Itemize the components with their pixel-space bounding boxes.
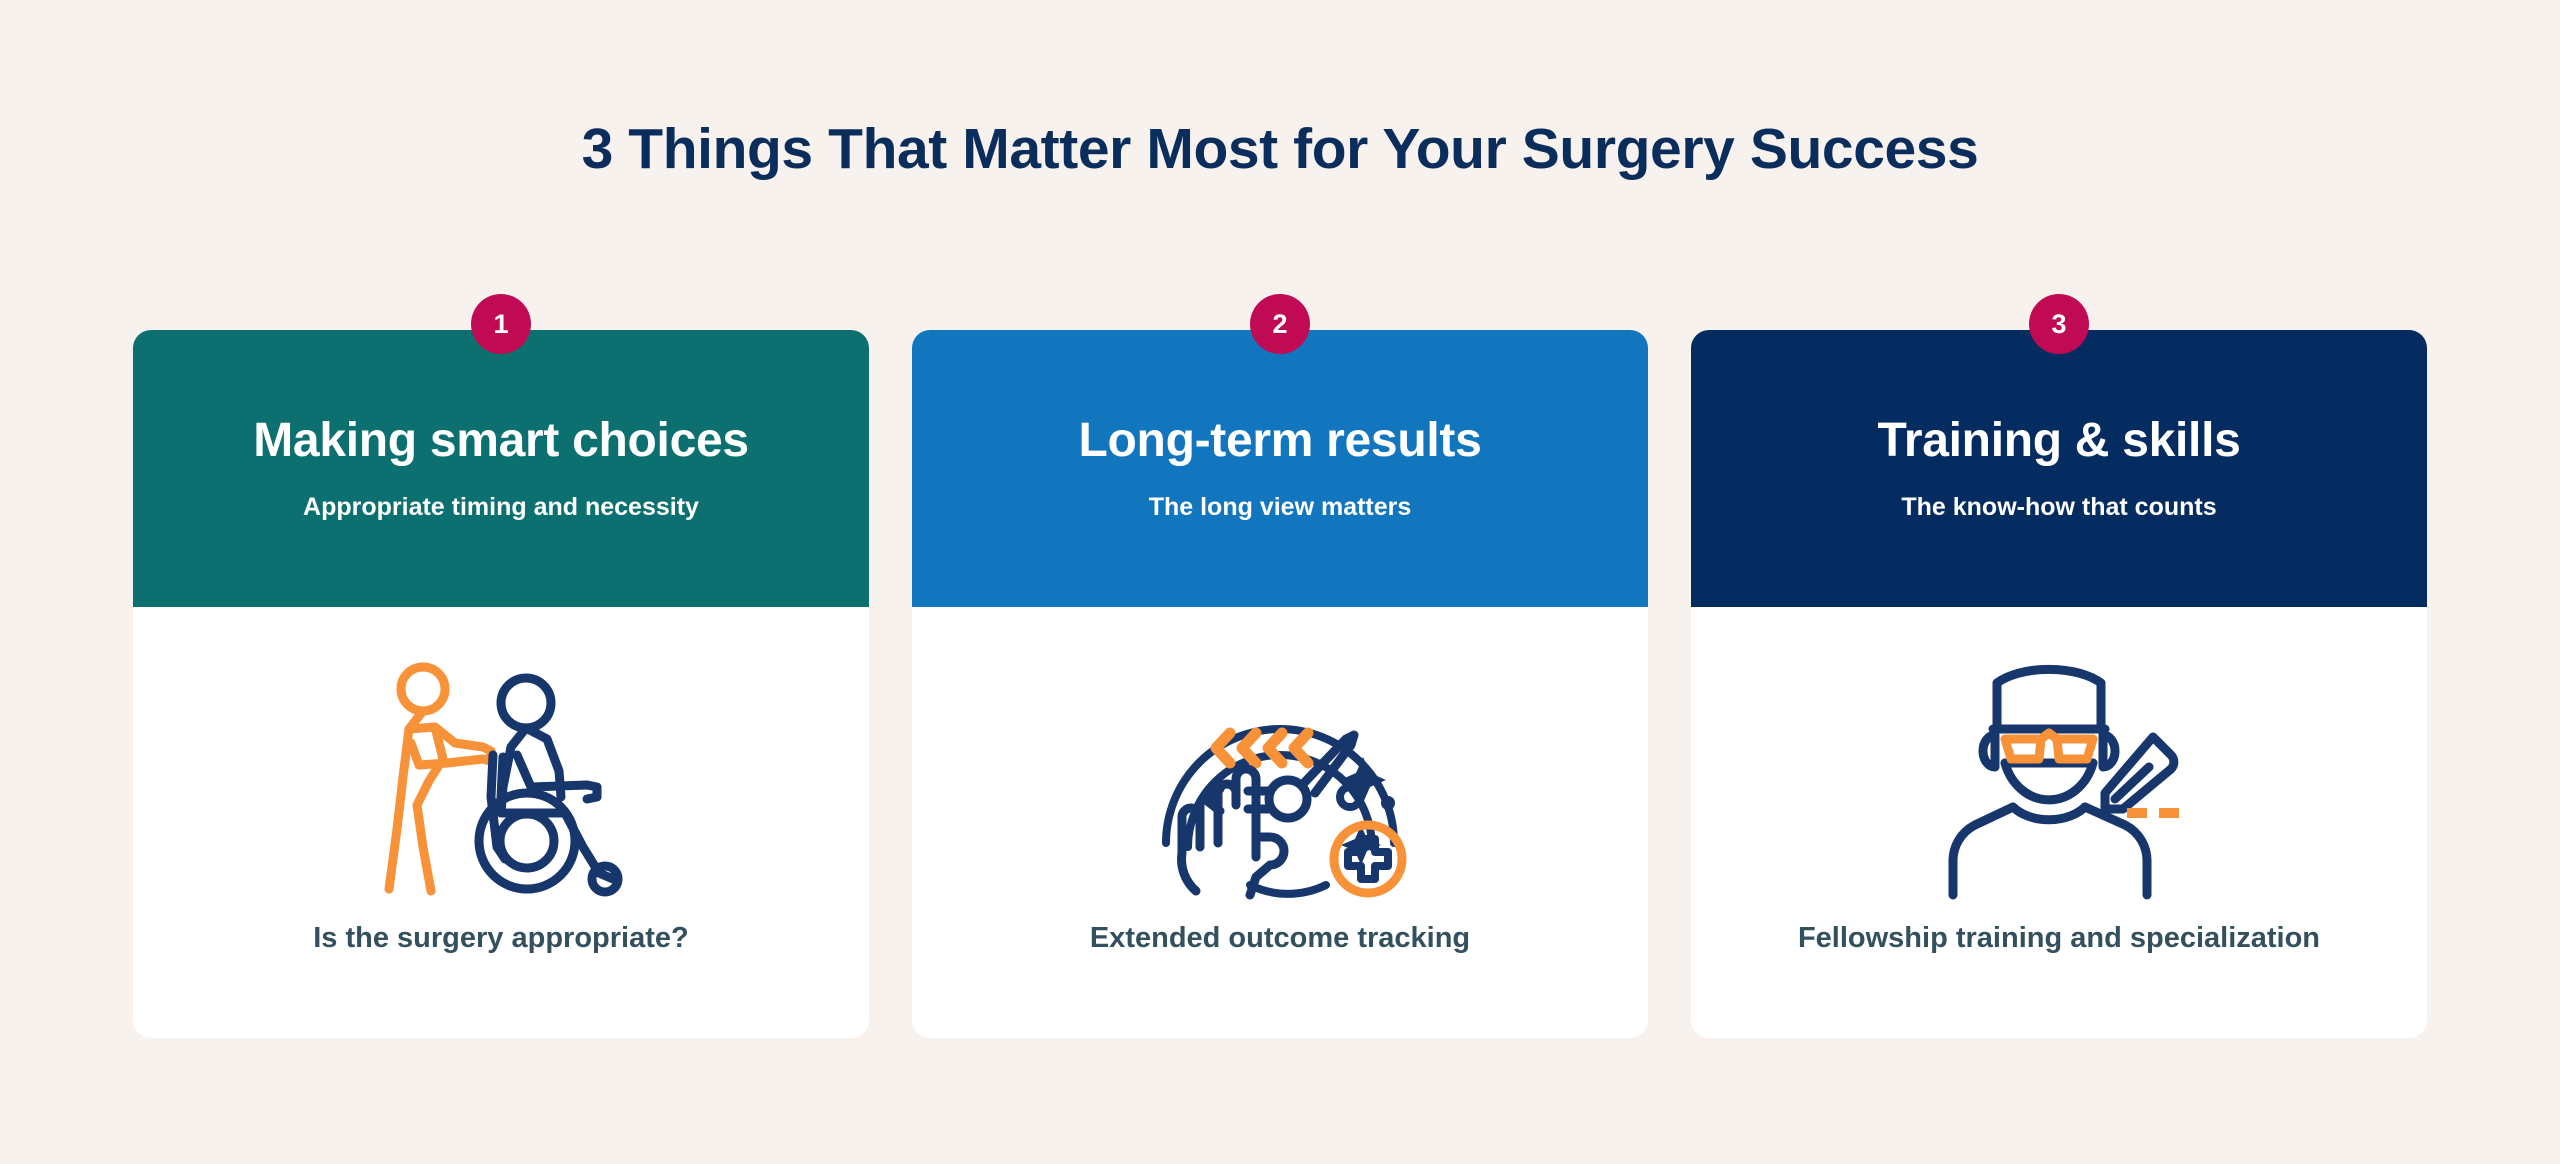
card-training-and-skills[interactable]: 3 Training & skills The know-how that co…	[1691, 294, 2427, 1038]
card-number-badge: 3	[2029, 294, 2089, 354]
card-list: 1 Making smart choices Appropriate timin…	[133, 294, 2427, 1038]
card-header: Making smart choices Appropriate timing …	[133, 330, 869, 607]
card-subtitle: The know-how that counts	[1901, 492, 2217, 521]
surgeon-with-scalpel-icon	[1909, 647, 2209, 902]
card-caption: Extended outcome tracking	[1089, 922, 1471, 954]
caregiver-pushing-wheelchair-icon	[351, 647, 651, 902]
card-caption: Fellowship training and specialization	[1797, 922, 2321, 954]
gauge-hand-medical-cross-icon	[1130, 647, 1430, 902]
card-long-term-results[interactable]: 2 Long-term results The long view matter…	[912, 294, 1648, 1038]
card-title: Long-term results	[1078, 414, 1482, 468]
card-header: Long-term results The long view matters	[912, 330, 1648, 607]
card-body: Is the surgery appropriate?	[133, 607, 869, 1038]
card-caption: Is the surgery appropriate?	[313, 922, 689, 954]
card-making-smart-choices[interactable]: 1 Making smart choices Appropriate timin…	[133, 294, 869, 1038]
page-title: 3 Things That Matter Most for Your Surge…	[581, 117, 1979, 181]
card-title: Making smart choices	[253, 414, 749, 468]
card-header: Training & skills The know-how that coun…	[1691, 330, 2427, 607]
card-body: Fellowship training and specialization	[1691, 607, 2427, 1038]
card-number-badge: 1	[471, 294, 531, 354]
card-title: Training & skills	[1877, 414, 2241, 468]
card-body: Extended outcome tracking	[912, 607, 1648, 1038]
card-subtitle: The long view matters	[1148, 492, 1412, 521]
card-number-badge: 2	[1250, 294, 1310, 354]
card-subtitle: Appropriate timing and necessity	[303, 492, 699, 521]
